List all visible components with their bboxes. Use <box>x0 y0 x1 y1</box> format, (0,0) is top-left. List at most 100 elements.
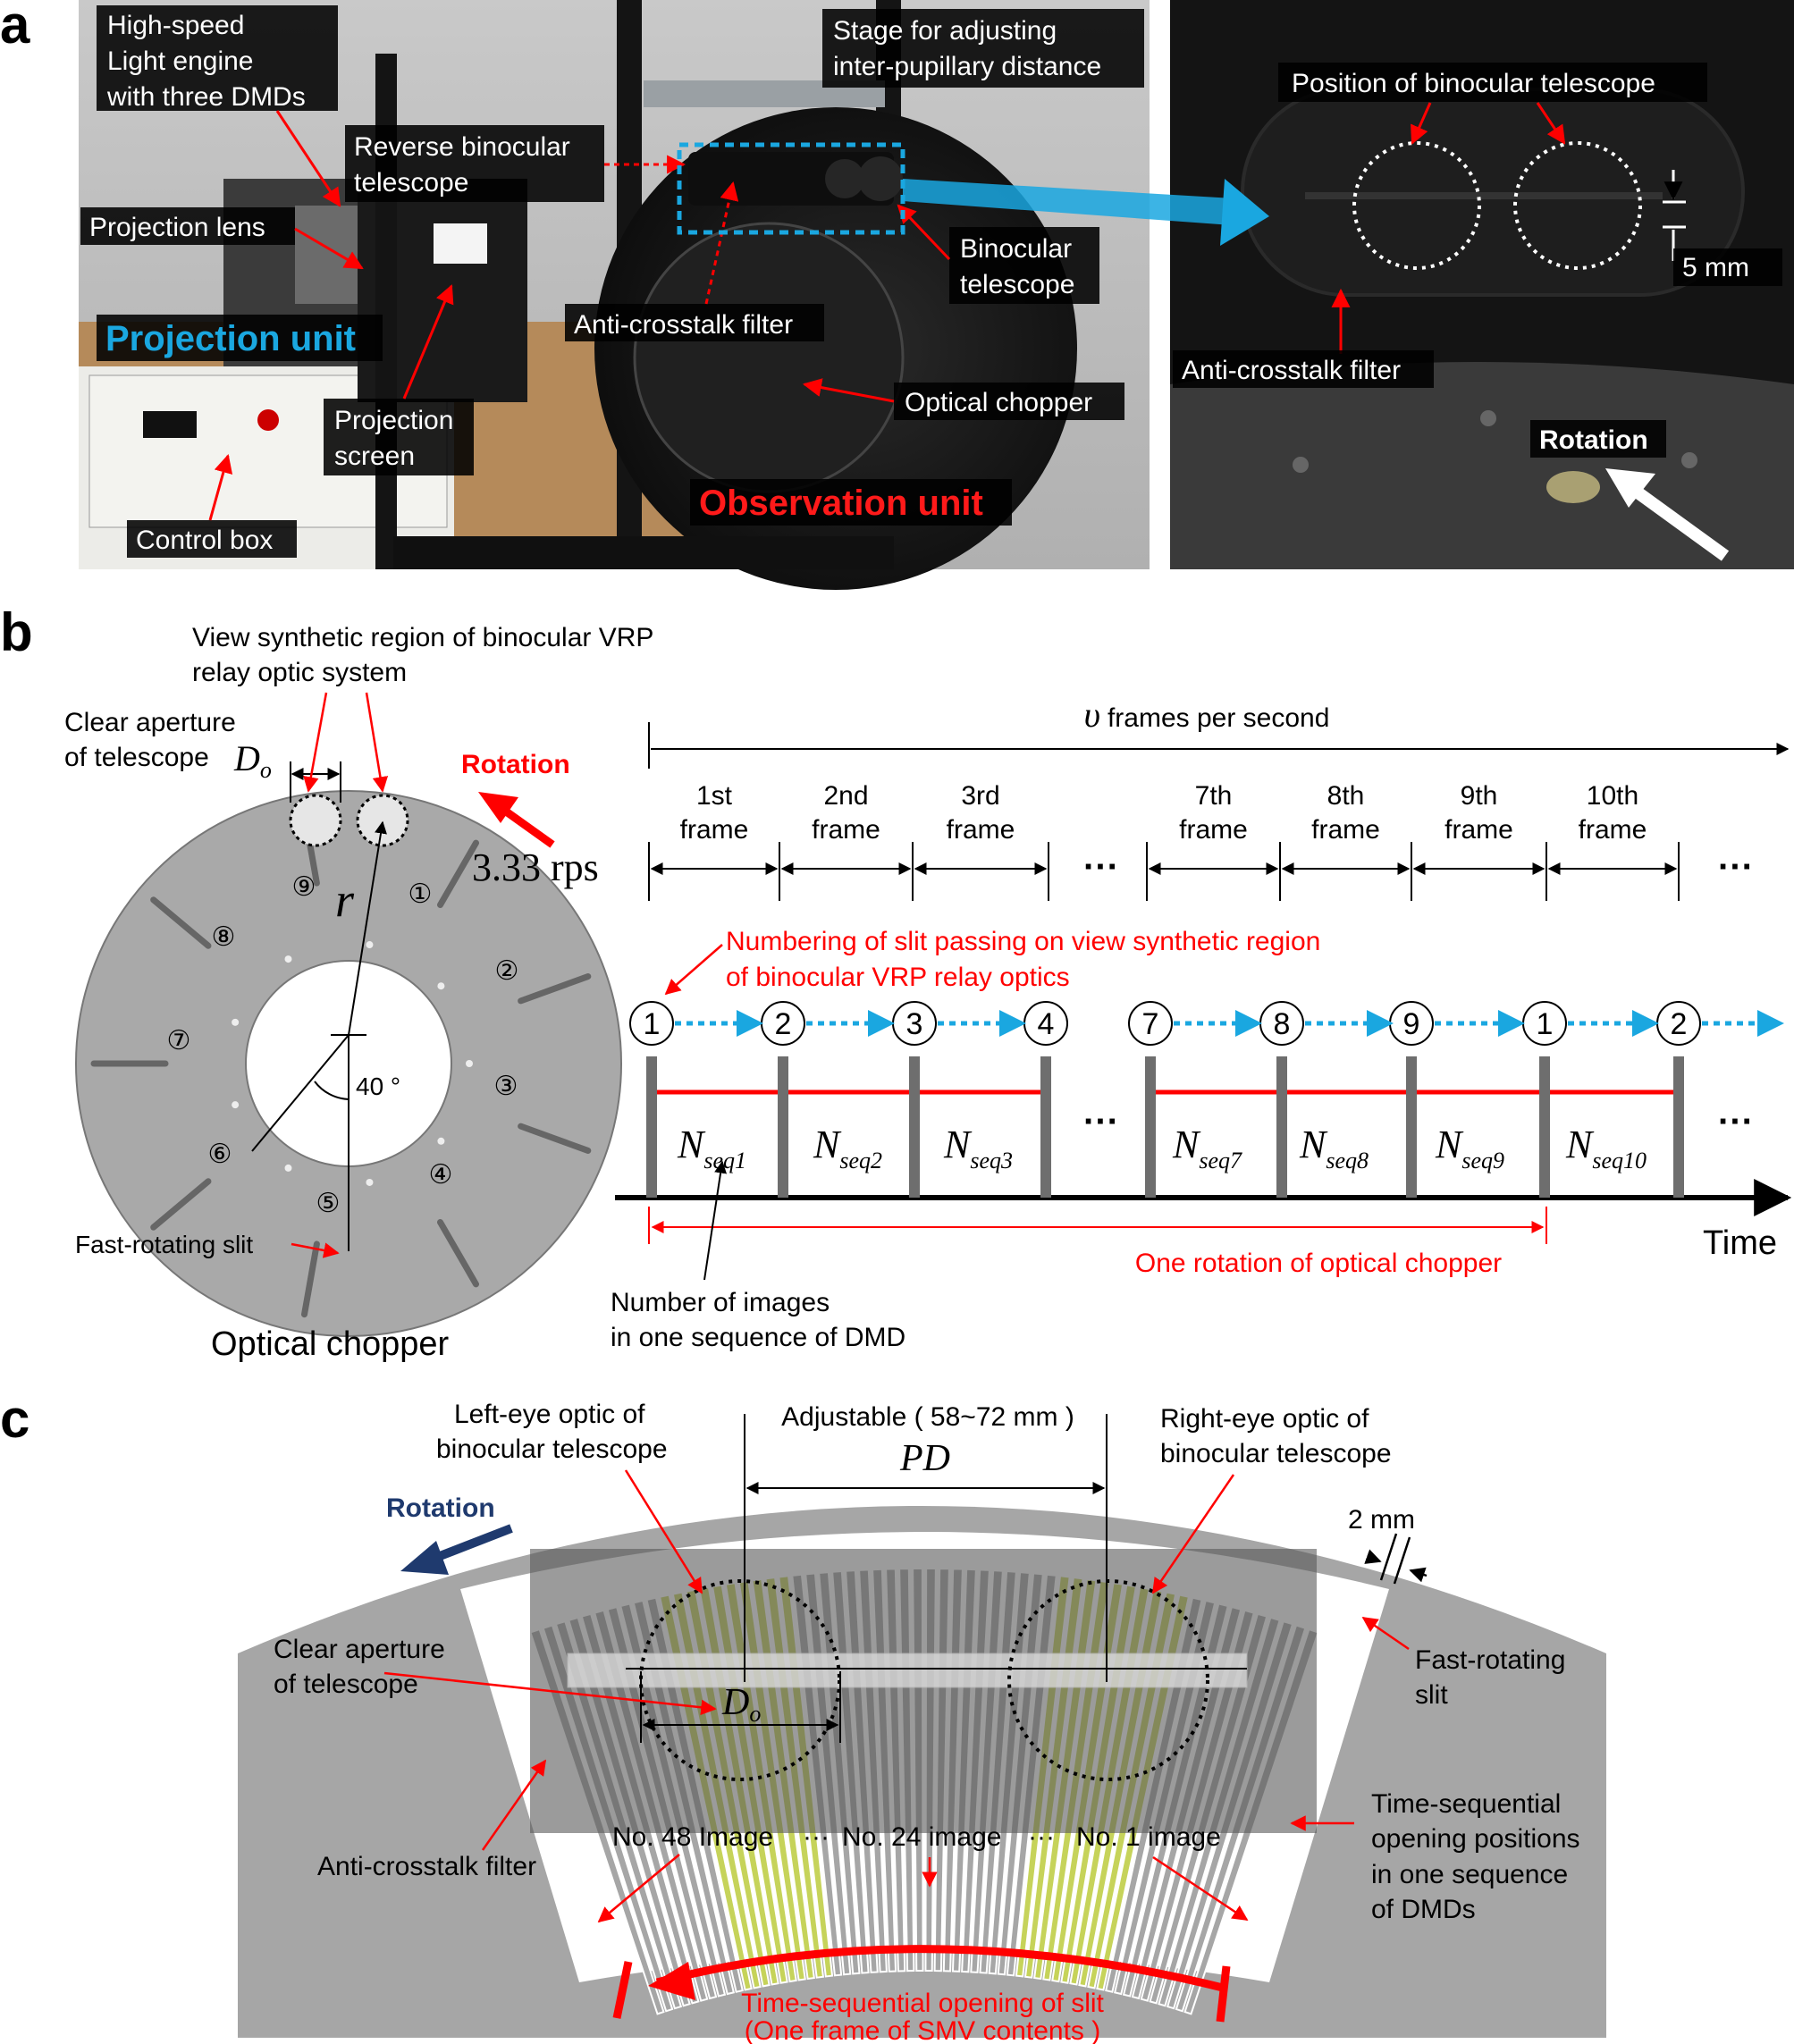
label-rotation-photo: Rotation <box>1530 420 1666 458</box>
svg-text:Time-sequential: Time-sequential <box>1371 1789 1561 1819</box>
num-images-label-1: Number of images <box>611 1288 830 1317</box>
svg-text:telescope: telescope <box>354 168 468 198</box>
svg-text:screen: screen <box>334 442 415 471</box>
clear-aperture-c-1: Clear aperture <box>274 1635 445 1664</box>
r-symbol: r <box>335 873 355 927</box>
right-eye-label-1: Right-eye optic of <box>1160 1404 1369 1434</box>
n-seq-label: Nseq10 <box>1565 1123 1647 1173</box>
ellipsis-mid-2: ··· <box>1718 1102 1754 1141</box>
chopper-hole <box>232 1101 240 1109</box>
circled-number <box>629 1001 674 1046</box>
image-number-labels: No. 48 Image ··· No. 24 image ··· No. 1 … <box>612 1822 1221 1852</box>
slit-time-bar <box>909 1056 920 1198</box>
svg-text:Observation unit: Observation unit <box>699 484 983 523</box>
d-o-symbol-c: Do <box>721 1682 761 1727</box>
image-24-label: No. 24 image <box>842 1822 1001 1852</box>
frame-label: 2nd <box>823 781 868 811</box>
slit-time-bar <box>1040 1056 1051 1198</box>
image-ellipsis-1: ··· <box>803 1822 830 1852</box>
slit-time-bar <box>1406 1056 1417 1198</box>
two-mm-dimension <box>1364 1533 1428 1585</box>
chopper-holes <box>232 941 473 1186</box>
image-pointers <box>597 1815 1354 1923</box>
rotation-arrow-c-head <box>400 1541 449 1575</box>
slit-number-9: ⑨ <box>292 872 316 902</box>
slit-number-4: ④ <box>429 1160 453 1190</box>
svg-text:Position of binocular telescop: Position of binocular telescope <box>1292 69 1655 98</box>
num-images-label-2: in one sequence of DMD <box>611 1323 905 1352</box>
svg-text:High-speed: High-speed <box>107 11 244 40</box>
label-anti-crosstalk: Anti-crosstalk filter <box>565 304 824 341</box>
chopper-slit <box>150 896 212 949</box>
frame-label: 9th <box>1461 781 1498 811</box>
time-seq-opening-arrow <box>612 1945 1231 2023</box>
rotation-label-c: Rotation <box>386 1493 495 1523</box>
svg-text:Optical chopper: Optical chopper <box>905 388 1092 417</box>
svg-text:Control box: Control box <box>136 526 273 555</box>
svg-text:Projection lens: Projection lens <box>89 213 265 242</box>
chopper-slit <box>150 1178 212 1231</box>
n-seq-label: Nseq3 <box>943 1123 1013 1173</box>
frame-label: 3rd <box>961 781 999 811</box>
filter-slot <box>567 1653 1248 1688</box>
chopper-title: Optical chopper <box>211 1325 449 1363</box>
zoom-arrow <box>903 179 1234 225</box>
fast-slit-pointer-b <box>291 1242 340 1258</box>
rps-label: 3.33 rps <box>472 845 599 889</box>
anti-crosstalk-filter-overlay <box>530 1549 1317 1833</box>
fast-slit-label-b: Fast-rotating slit <box>75 1231 253 1258</box>
view-region-label-2: relay optic system <box>192 658 407 687</box>
photo1-pointers <box>208 110 951 521</box>
frame-label: 1st <box>696 781 733 811</box>
frame-label: 10th <box>1587 781 1638 811</box>
frame-label: frame <box>1179 815 1248 845</box>
circled-number-text: 2 <box>775 1007 792 1041</box>
slit-time-bar <box>778 1056 788 1198</box>
clear-aperture-c-pointer <box>383 1671 717 1716</box>
slit-number-5: ⑤ <box>316 1189 341 1218</box>
svg-text:Projection: Projection <box>334 406 453 435</box>
n-seq-label: Nseq9 <box>1435 1123 1504 1173</box>
view-region-label-1: View synthetic region of binocular VRP <box>192 623 653 652</box>
chopper-slit <box>301 1241 320 1318</box>
frame-label: frame <box>812 815 880 845</box>
frame-ticks <box>648 842 1680 901</box>
slit-time-bar <box>1539 1056 1550 1198</box>
svg-text:of DMDs: of DMDs <box>1371 1895 1476 1924</box>
clear-aperture-label-2: of telescope <box>64 743 209 772</box>
eye-pointers <box>624 1469 1235 1594</box>
panel-c-letter: c <box>0 1389 29 1449</box>
label-control-box: Control box <box>127 520 297 558</box>
time-seq-positions-label: Time-sequential opening positions in one… <box>1371 1789 1580 1924</box>
circled-number-text: 9 <box>1403 1007 1420 1041</box>
slit-number-7: ⑦ <box>167 1026 191 1056</box>
frame-label: frame <box>1444 815 1513 845</box>
fast-slit-c-2: slit <box>1415 1680 1448 1710</box>
ellipsis-top-1: ··· <box>1083 847 1119 887</box>
chopper-slit <box>437 1219 479 1288</box>
label-observation-unit: Observation unit <box>690 479 1012 526</box>
left-aperture-circle <box>289 794 342 847</box>
num-images-pointer <box>703 1160 728 1281</box>
n-seq-label: Nseq2 <box>813 1123 882 1173</box>
label-five-mm: 5 mm <box>1673 248 1782 286</box>
circled-number-text: 4 <box>1038 1007 1055 1041</box>
left-position-circle <box>1352 141 1481 270</box>
view-region-pointers <box>303 692 389 793</box>
svg-text:with three DMDs: with three DMDs <box>106 82 306 112</box>
label-reverse-telescope: Reverse binocular telescope <box>345 125 604 202</box>
label-optical-chopper: Optical chopper <box>894 383 1124 420</box>
slit-time-bars <box>646 1056 1684 1198</box>
right-eye-label-2: binocular telescope <box>1160 1439 1392 1468</box>
circled-number-text: 1 <box>1537 1007 1554 1041</box>
chopper-hole <box>366 1178 374 1186</box>
right-aperture-circle <box>356 794 409 847</box>
image-48-label: No. 48 Image <box>612 1822 773 1852</box>
chopper-slits <box>90 809 592 1318</box>
label-position: Position of binocular telescope <box>1278 63 1707 102</box>
svg-text:Reverse binocular: Reverse binocular <box>354 132 570 162</box>
one-rotation-arrow <box>648 1207 1547 1244</box>
image-1-label: No. 1 image <box>1076 1822 1221 1852</box>
